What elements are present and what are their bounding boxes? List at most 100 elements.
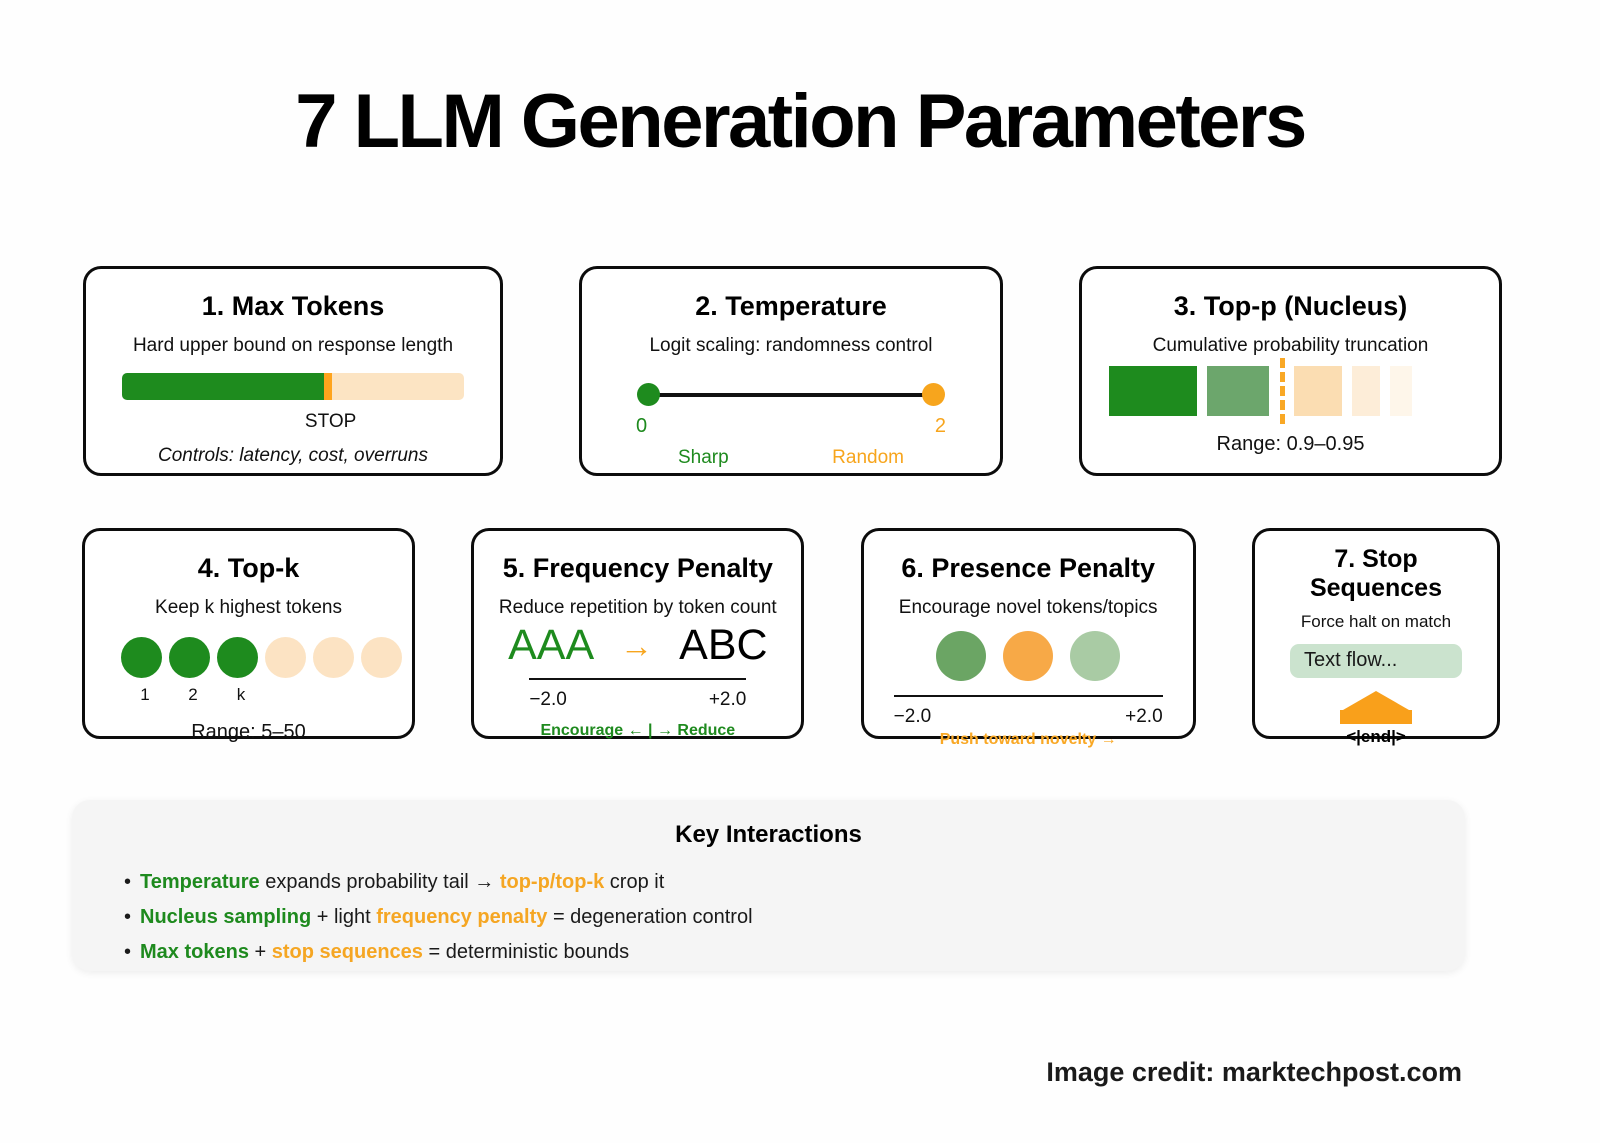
segment-2: [1207, 366, 1269, 417]
interaction-bullets: •Temperature expands probability tail → …: [124, 871, 1465, 964]
top-k-card: 4. Top-k Keep k highest tokens 1 2 k Ran…: [82, 528, 415, 743]
bullet-item: • Nucleus sampling + light frequency pena…: [124, 906, 1465, 929]
token-dot-kept: [169, 637, 210, 679]
axis-max: +2.0: [1125, 706, 1163, 728]
frequency-penalty-card: 5. Frequency Penalty Reduce repetition b…: [471, 528, 805, 740]
temperature-slider: [637, 383, 945, 407]
token-bar-stop-marker: [323, 373, 332, 401]
page-title: 7 LLM Generation Parameters: [295, 79, 1307, 164]
penalty-axis: −2.0 +2.0: [529, 678, 747, 711]
dot-label-k: k: [236, 685, 246, 705]
repetition-example: AAA → ABC: [474, 621, 801, 670]
card-title: 4. Top-k: [197, 553, 300, 583]
novelty-dot-orange: [1003, 631, 1054, 682]
token-dot-labels: 1 2 k: [121, 685, 412, 705]
example-after-text: ABC: [679, 621, 768, 670]
novelty-dot-green: [936, 631, 987, 682]
segment-1: [1109, 366, 1197, 417]
card-title: 6. Presence Penalty: [901, 553, 1155, 583]
dot-label-1: 1: [140, 685, 150, 705]
token-progress-bar: STOP: [122, 373, 464, 432]
bullet-text-part: frequency penalty: [376, 906, 548, 928]
card-note: Controls: latency, cost, overruns: [158, 445, 428, 467]
key-interactions-panel: Key Interactions •Temperature expands pr…: [72, 800, 1465, 971]
axis-legend: Encourage ← | → Reduce: [540, 722, 736, 740]
bullet-text-part: Temperature: [140, 871, 260, 893]
bullet-icon: •: [124, 941, 132, 963]
token-bar: [122, 373, 464, 401]
bullet-text-part: Max tokens: [140, 941, 249, 963]
bullet-text-part: crop it: [604, 871, 665, 893]
bullet-text-part: = degeneration control: [547, 906, 753, 928]
segment-4: [1352, 366, 1380, 417]
bullet-item: •Max tokens + stop sequences = determini…: [124, 941, 1465, 964]
slider-track: [644, 393, 938, 398]
presence-penalty-card: 6. Presence Penalty Encourage novel toke…: [860, 528, 1196, 748]
bullet-item: •Temperature expands probability tail → …: [124, 871, 1465, 894]
bullet-text-part: top-p/top-k: [499, 871, 605, 893]
max-tokens-card: 1. Max Tokens Hard upper bound on respon…: [83, 266, 503, 476]
card-subtitle: Hard upper bound on response length: [132, 335, 454, 357]
segment-5: [1390, 366, 1412, 417]
bullet-text-part: stop sequences: [271, 941, 423, 963]
token-dot-dropped: [265, 637, 306, 679]
slider-dot-max: [922, 383, 945, 407]
bullet-text-part: expands probability tail →: [259, 871, 500, 893]
dot-label-2: 2: [188, 685, 198, 705]
bullet-text-part: +: [248, 941, 272, 963]
stop-token-label: <|end|>: [1346, 726, 1406, 746]
card-subtitle: Cumulative probability truncation: [1152, 335, 1429, 357]
axis-legend: Push toward novelty →: [939, 731, 1117, 749]
halt-arrow-icon: [1339, 690, 1412, 724]
token-bar-remainder: [331, 373, 464, 401]
penalty-axis: −2.0 +2.0: [893, 695, 1163, 728]
token-dot-kept: [121, 637, 162, 679]
halt-arrow-roof: [1342, 690, 1409, 710]
token-bar-fill: [122, 373, 324, 401]
slider-scale: 0 2: [636, 415, 946, 438]
token-dot-dropped: [313, 637, 354, 679]
right-arrow-icon: →: [620, 626, 654, 664]
text-flow-box: Text flow...: [1289, 643, 1462, 678]
card-title: 1. Max Tokens: [201, 291, 385, 321]
card-subtitle: Keep k highest tokens: [155, 597, 342, 619]
cards-row-1: 1. Max Tokens Hard upper bound on respon…: [83, 266, 1502, 476]
image-credit: Image credit: marktechpost.com: [1046, 1057, 1462, 1087]
range-label: Range: 0.9–0.95: [1216, 433, 1365, 456]
card-subtitle: Logit scaling: randomness control: [649, 335, 933, 357]
stop-sequences-card: 7. Stop Sequences Force halt on match Te…: [1251, 528, 1500, 746]
card-title: 2. Temperature: [695, 291, 887, 321]
novelty-dot-light-green: [1070, 631, 1121, 682]
scale-max-value: 2: [934, 415, 946, 438]
bullet-icon: •: [124, 906, 132, 928]
axis-max: +2.0: [708, 689, 747, 711]
bullet-icon: •: [124, 871, 132, 893]
card-title: 3. Top-p (Nucleus): [1173, 291, 1408, 321]
novelty-dots: [864, 631, 1193, 682]
token-dot-dropped: [361, 637, 402, 679]
scale-min-caption: Sharp: [678, 447, 729, 469]
probability-segments: [1109, 358, 1499, 425]
axis-min: −2.0: [893, 706, 932, 728]
top-p-card: 3. Top-p (Nucleus) Cumulative probabilit…: [1079, 266, 1502, 476]
card-subtitle: Reduce repetition by token count: [498, 597, 777, 619]
range-label: Range: 5–50: [191, 721, 306, 744]
token-dots: [121, 637, 412, 679]
slider-captions: Sharp Random: [678, 447, 904, 469]
card-title: 7. Stop Sequences: [1309, 545, 1442, 602]
card-subtitle: Encourage novel tokens/topics: [898, 597, 1158, 619]
segment-3: [1294, 366, 1342, 417]
slider-dot-min: [637, 383, 660, 407]
scale-min-value: 0: [636, 415, 648, 438]
card-title: 5. Frequency Penalty: [502, 553, 773, 583]
temperature-card: 2. Temperature Logit scaling: randomness…: [579, 266, 1003, 476]
truncation-cutoff-line: [1280, 358, 1285, 425]
bullet-text-part: Nucleus sampling: [140, 906, 312, 928]
token-dot-kept: [217, 637, 258, 679]
halt-arrow-base: [1339, 709, 1412, 724]
axis-min: −2.0: [529, 689, 567, 711]
bullet-text-part: + light: [311, 906, 377, 928]
scale-max-caption: Random: [832, 447, 904, 469]
card-subtitle: Force halt on match: [1300, 611, 1452, 631]
